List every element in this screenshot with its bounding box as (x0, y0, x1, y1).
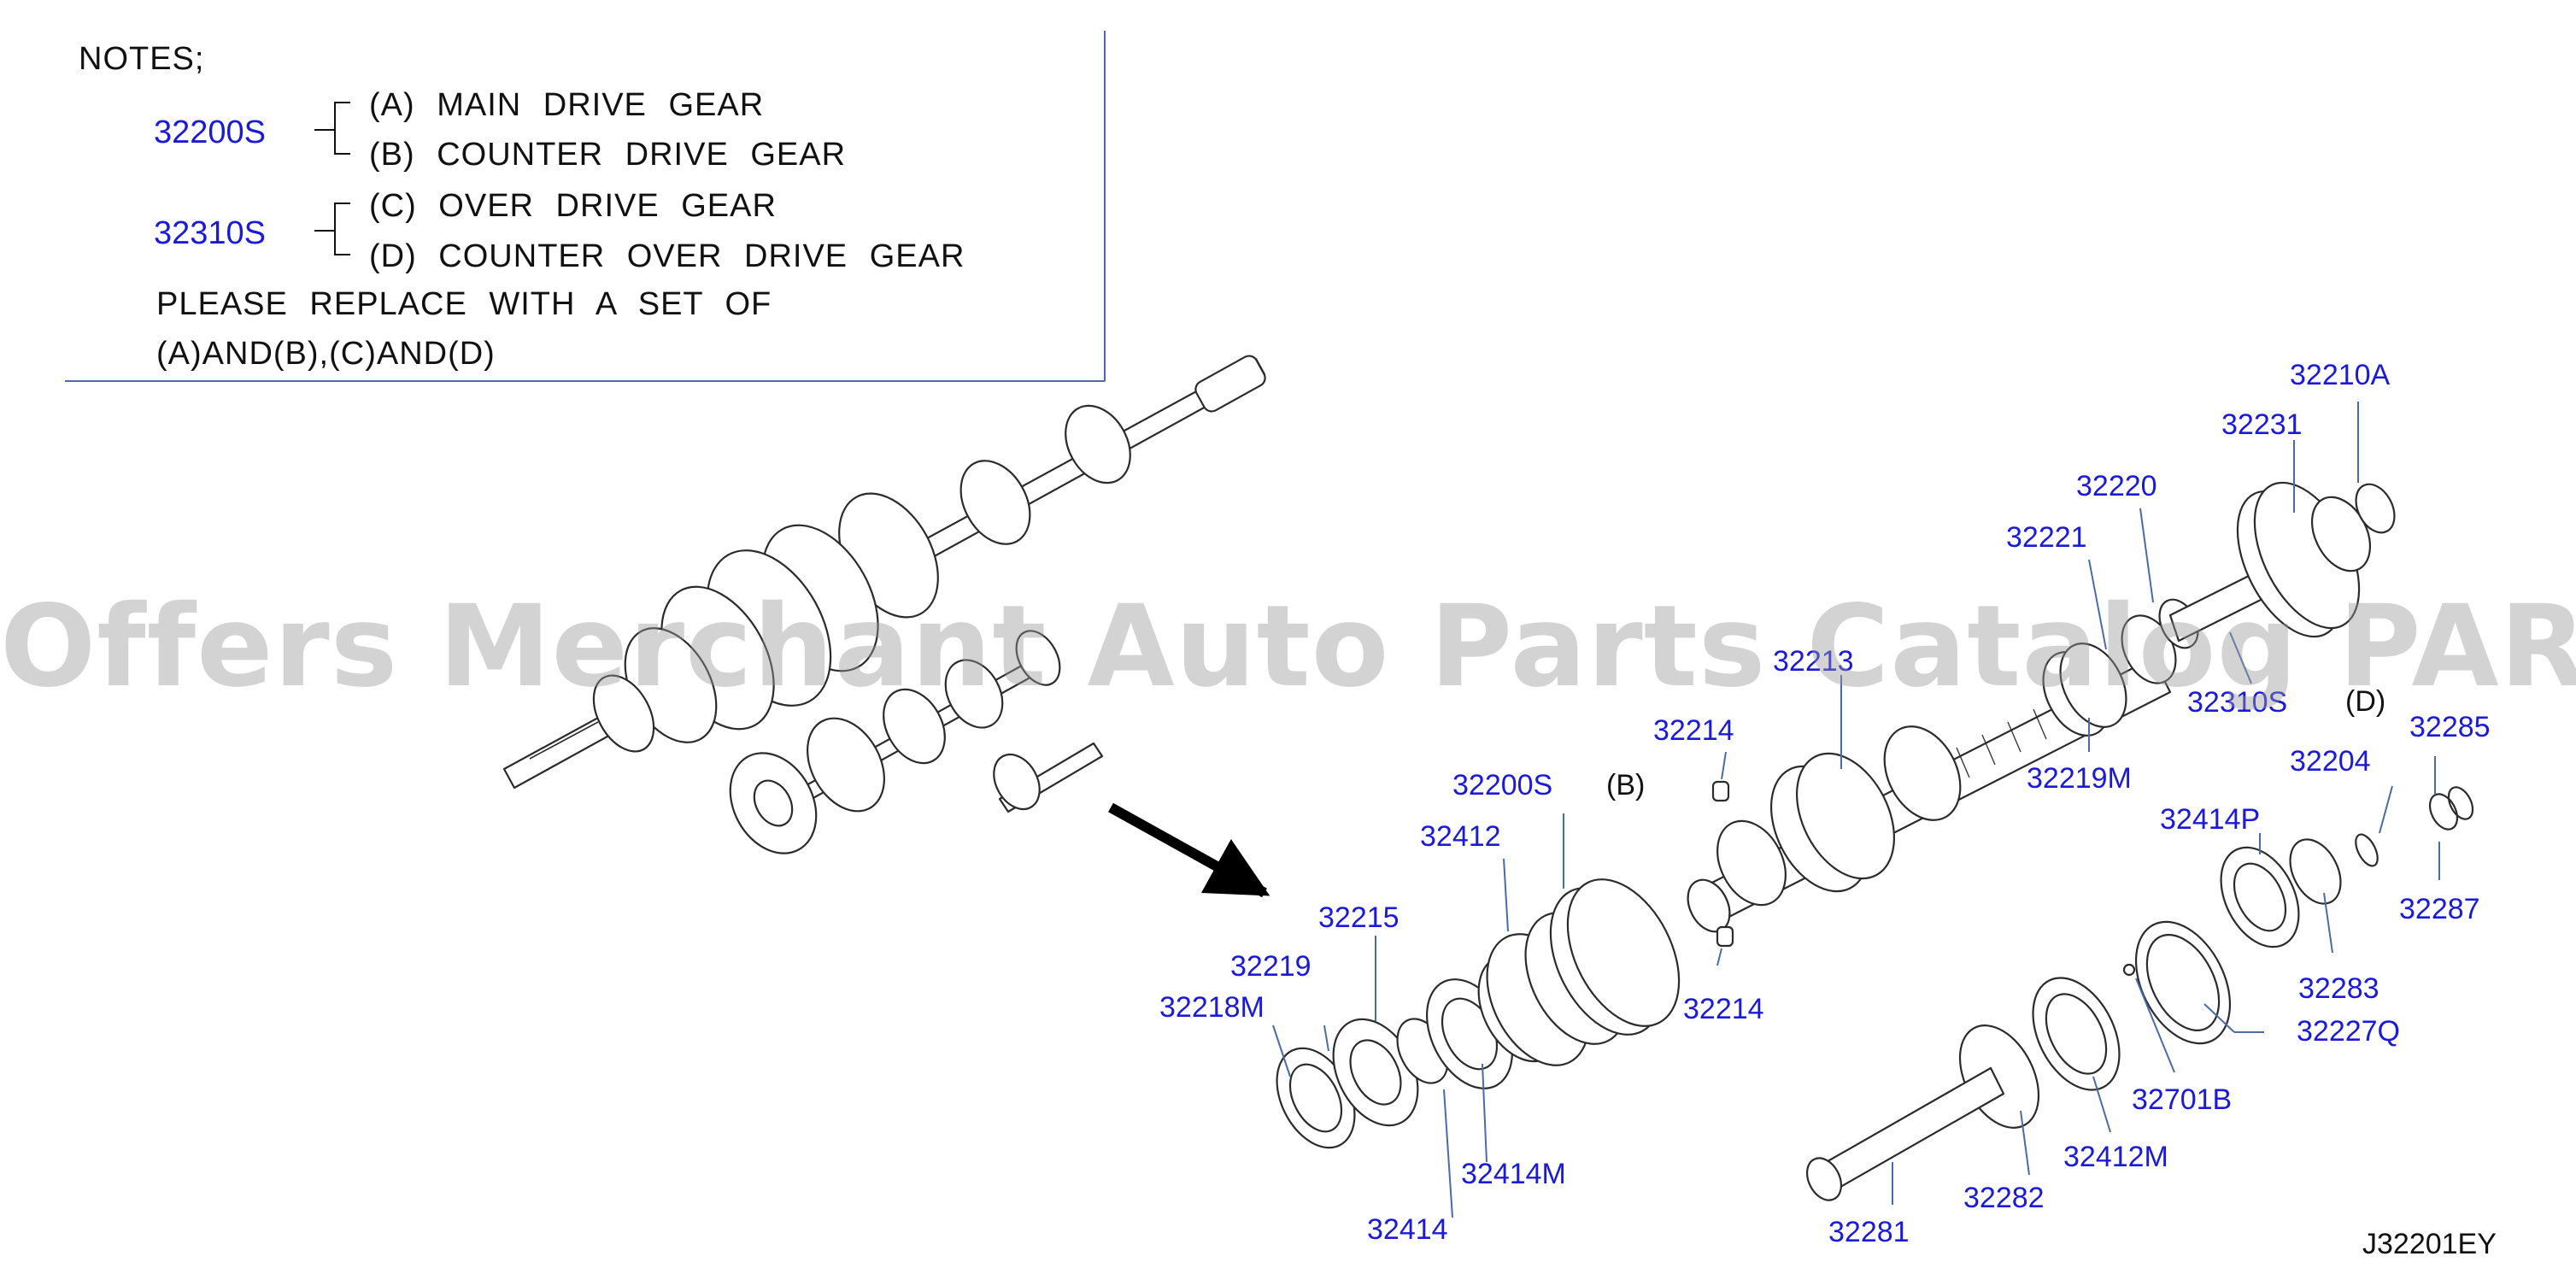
callout: 32220 (2076, 470, 2157, 502)
callout: 32282 (1963, 1182, 2045, 1214)
notes-line: (D) COUNTER OVER DRIVE GEAR (369, 238, 965, 274)
callout: 32287 (2399, 893, 2480, 925)
callout: 32701B (2132, 1083, 2232, 1116)
view-arrow (1108, 802, 1270, 898)
callout: 32414P (2160, 803, 2260, 836)
callout: 32219 (1230, 950, 1311, 983)
callout: 32221 (2006, 521, 2087, 554)
notes-line: (A) MAIN DRIVE GEAR (369, 87, 765, 123)
leader-lines (1272, 402, 2440, 1218)
callout: 32215 (1318, 901, 1399, 934)
callout: 32213 (1773, 645, 1854, 678)
callout: 32414 (1367, 1213, 1448, 1246)
callout: 32214 (1653, 714, 1734, 747)
callout: 32310S (2187, 686, 2287, 719)
assembled-gear-train-view (502, 355, 1266, 854)
notes-line: (C) OVER DRIVE GEAR (369, 188, 777, 224)
callout: 32210A (2290, 359, 2391, 391)
notes-part-number: 32310S (154, 215, 267, 251)
callout: 32412M (2063, 1141, 2168, 1173)
diagram-code: J32201EY (2362, 1228, 2497, 1260)
callout: 32218M (1159, 991, 1265, 1024)
notes-part-number: 32200S (154, 114, 267, 150)
notes-footer-line: (A)AND(B),(C)AND(D) (156, 336, 496, 372)
callout: 32227Q (2297, 1015, 2400, 1048)
notes-box: NOTES; 32200S (A) MAIN DRIVE GEAR (B) CO… (0, 0, 1111, 385)
callout: 32283 (2298, 972, 2379, 1005)
ref-letter-b: (B) (1606, 769, 1645, 801)
callout: 32219M (2027, 762, 2132, 795)
callout: 32281 (1828, 1216, 1910, 1248)
callout: 32214 (1683, 993, 1764, 1025)
ref-letter-d: (D) (2345, 685, 2385, 718)
callout-labels: 32210A 32231 32220 32221 32213 32310S 32… (1159, 359, 2491, 1248)
notes-line: (B) COUNTER DRIVE GEAR (369, 137, 847, 173)
callout: 32231 (2221, 408, 2303, 441)
callout: 32285 (2409, 711, 2491, 743)
exploded-parts (1276, 481, 2474, 1201)
callout: 32200S (1452, 769, 1552, 801)
callout: 32204 (2290, 745, 2371, 778)
callout: 32412 (1420, 820, 1501, 853)
notes-heading: NOTES; (79, 41, 205, 77)
callout: 32414M (1461, 1158, 1566, 1190)
notes-frame (65, 31, 1106, 382)
notes-footer-line: PLEASE REPLACE WITH A SET OF (156, 286, 772, 322)
notes-brackets (314, 102, 350, 255)
